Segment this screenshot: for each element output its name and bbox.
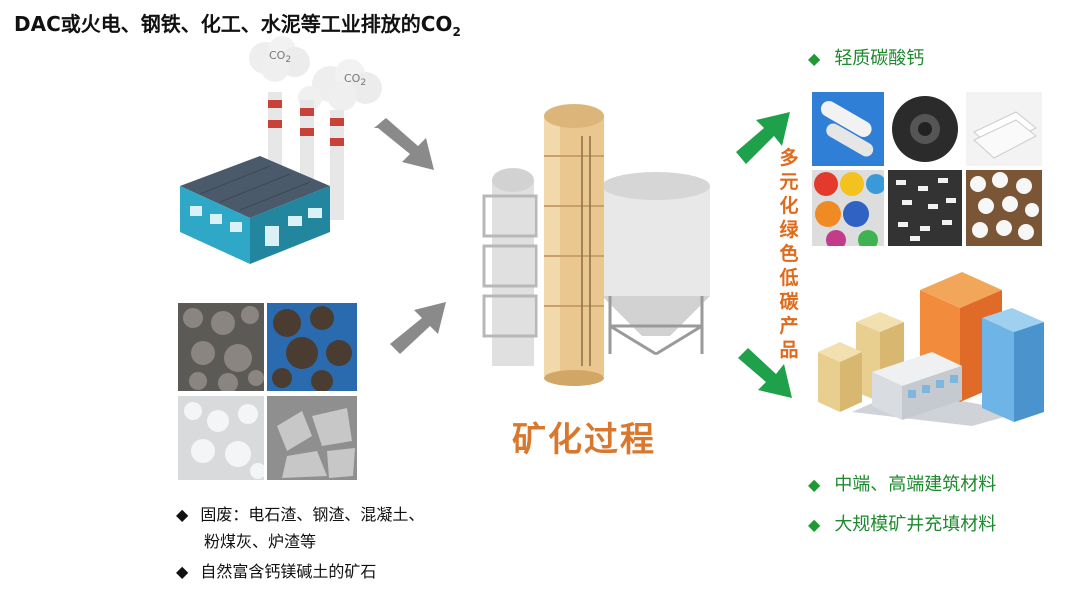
- tablet-product-image: [966, 170, 1042, 246]
- pellet-product-image: [888, 170, 962, 246]
- tire-product-image: [888, 92, 962, 166]
- product-item-mine-backfill: ◆大规模矿井充填材料: [808, 514, 997, 535]
- list-item: ◆固废：电石渣、钢渣、混凝土、: [176, 505, 425, 524]
- buildings-illustration: [818, 272, 1044, 426]
- co2-cloud-label: CO2: [344, 72, 367, 89]
- list-item: 粉煤灰、炉渣等: [204, 532, 317, 551]
- board-product-image: [966, 92, 1042, 166]
- pipe-product-image: [812, 92, 884, 166]
- arrow-up-right-icon: [736, 112, 790, 164]
- mineralization-tower-illustration: [482, 104, 710, 386]
- arrow-down-right-icon: [738, 348, 792, 398]
- factory-illustration: [180, 36, 382, 264]
- arrow-right-down-icon: [374, 118, 434, 170]
- product-item-building-materials: ◆中端、高端建筑材料: [808, 474, 997, 495]
- process-label: 矿化过程: [512, 420, 656, 460]
- page-title: DAC或火电、钢铁、化工、水泥等工业排放的CO2: [14, 12, 461, 39]
- co2-cloud-label: CO2: [269, 49, 292, 66]
- products-vertical-label: 多 元 化 绿 色 低 碳 产 品: [779, 147, 799, 361]
- list-item: ◆自然富含钙镁碱土的矿石: [176, 562, 377, 581]
- ore-rock-image: [267, 396, 357, 480]
- smoke-cloud-icon: [249, 36, 382, 111]
- slag-image: [178, 303, 264, 391]
- paint-product-image: [812, 170, 884, 246]
- white-stone-image: [178, 396, 264, 480]
- coal-cinder-image: [267, 303, 357, 391]
- product-item-light-calcium: ◆轻质碳酸钙: [808, 48, 925, 69]
- arrow-right-up-icon: [390, 302, 446, 354]
